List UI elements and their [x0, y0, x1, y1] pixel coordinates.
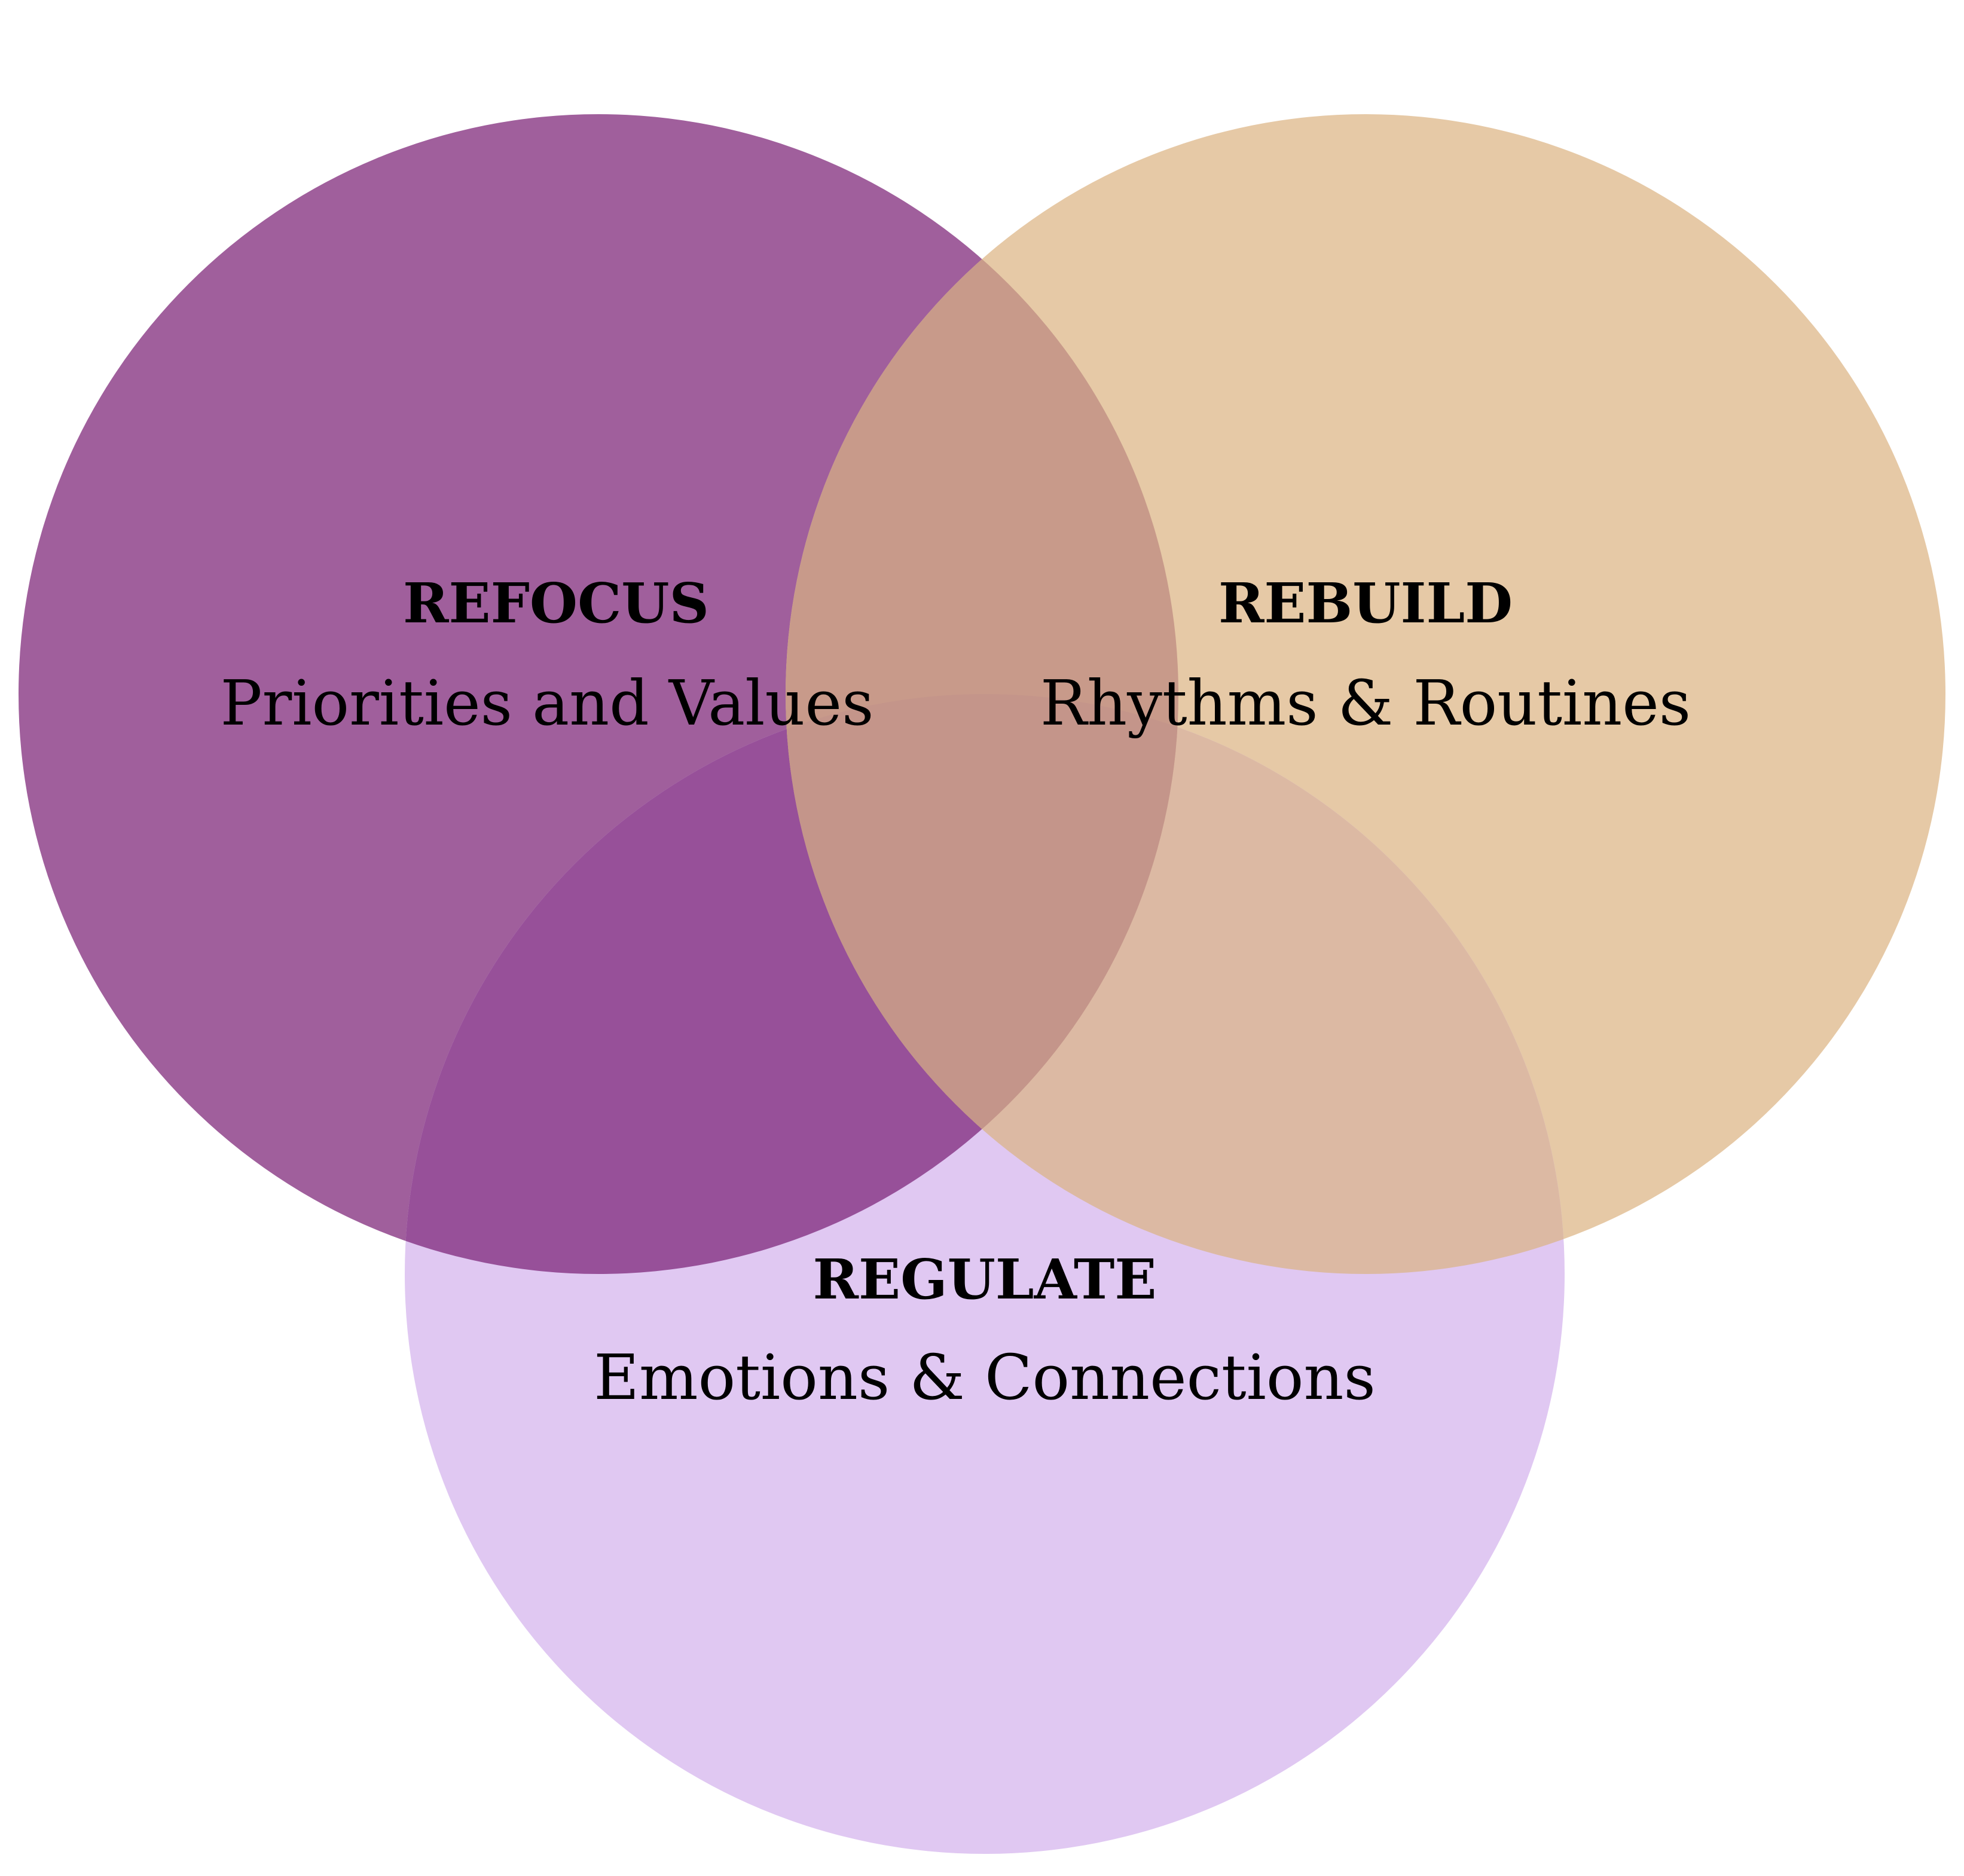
refocus-subtitle: Priorities and Values	[221, 667, 874, 740]
rebuild-title: REBUILD	[1218, 571, 1513, 635]
regulate-subtitle: Emotions & Connections	[594, 1341, 1376, 1414]
center-overlap	[786, 694, 1178, 1274]
refocus-title: REFOCUS	[403, 571, 709, 635]
regulate-title: REGULATE	[813, 1247, 1157, 1312]
rebuild-subtitle: Rhythms & Routines	[1040, 667, 1691, 740]
